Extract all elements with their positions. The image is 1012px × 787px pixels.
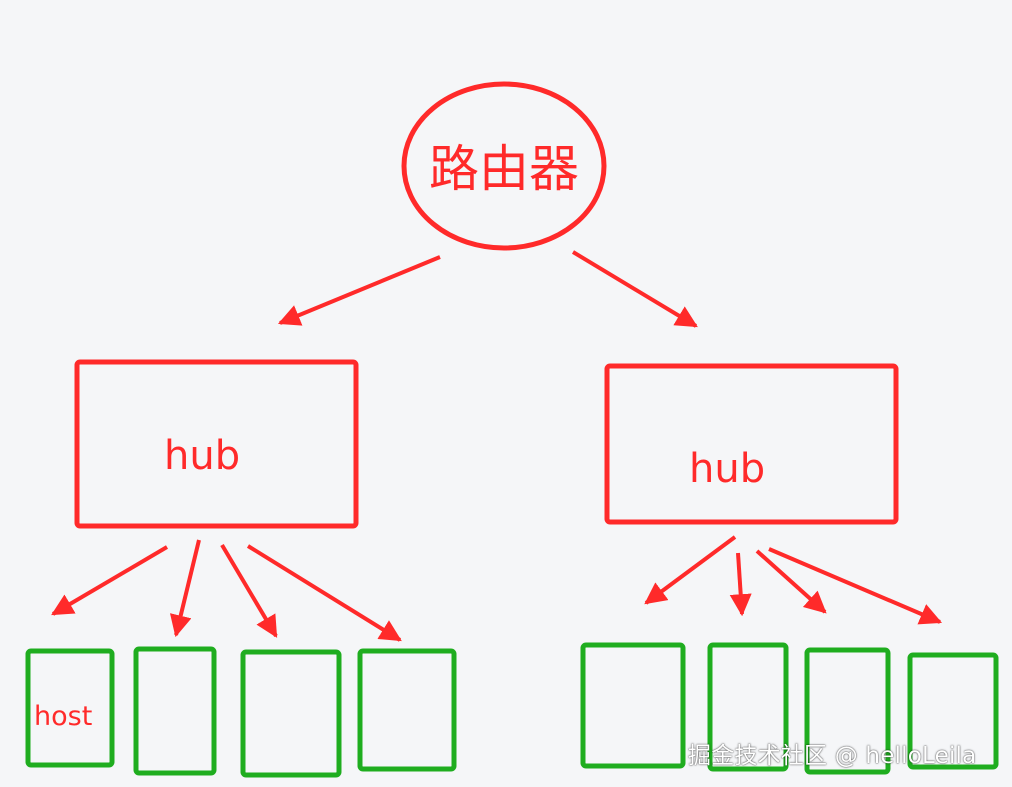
host-right-1 [580,642,686,769]
arrow-router-to-hub-left [277,255,441,326]
host-right-4 [907,652,999,770]
hub-right-box [604,363,899,525]
arrow-router-to-hub-right [571,250,698,328]
router-ellipse [401,81,607,251]
hub-right: hub [604,363,899,525]
arrow-hub-right-to-host-1 [644,535,737,605]
arrow-hub-right-to-host-4 [768,547,943,625]
hosts-right [580,642,999,775]
arrow-hub-left-to-host-3 [220,543,278,638]
hub-left-label: hub [164,433,240,479]
watermark-text: 掘金技术社区 @ helloLeila [688,743,977,769]
hosts-left: host [25,646,457,778]
arrow-hub-left-to-host-1 [51,545,169,616]
hub-left-arrows [51,539,402,642]
router-node: 路由器 [401,81,607,251]
router-label: 路由器 [429,140,579,198]
host-left-3 [240,649,342,778]
hub-left-box [74,359,359,529]
router-arrows [277,250,698,328]
arrow-hub-right-to-host-2 [729,552,752,617]
host-left-2 [133,646,217,776]
hub-left: hub [74,359,359,529]
arrow-hub-right-to-host-3 [755,549,827,614]
host-left-1 [25,648,115,768]
hub-right-label: hub [689,446,765,492]
host-left-4 [357,648,457,772]
arrow-hub-left-to-host-2 [169,539,201,638]
hub-right-arrows [644,535,943,625]
host-left-1-label: host [34,701,92,732]
host-right-3 [804,647,891,775]
host-right-2 [707,642,789,772]
arrow-hub-left-to-host-4 [246,544,402,642]
